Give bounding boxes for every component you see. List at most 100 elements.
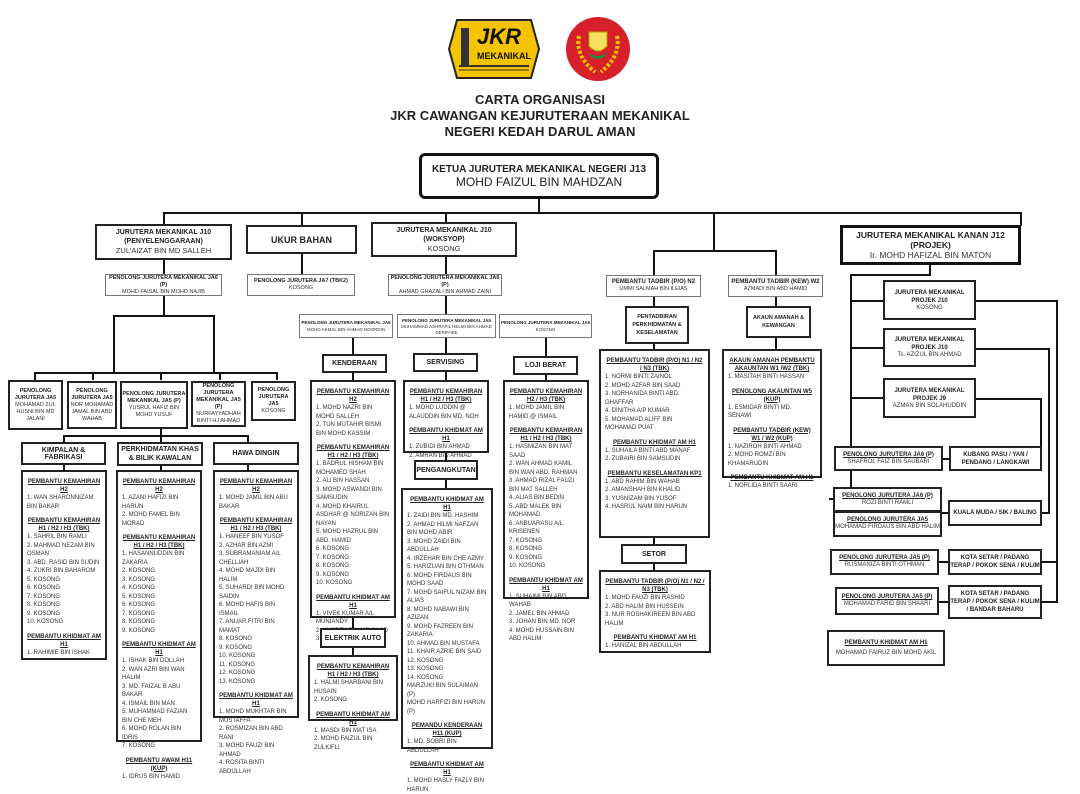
ja5-title: PENOLONG JURUTERA JA5 bbox=[257, 387, 290, 407]
zone-staff-title: PENOLONG JURUTERA JA6 (P) bbox=[843, 451, 934, 458]
connector bbox=[1056, 560, 1058, 603]
zone-staff-box-1: PENOLONG JURUTERA JA6 (P) SHAFROL FAIZ B… bbox=[834, 446, 943, 471]
list-item: 1. HASANNUDDIN BIN ZAKARIA bbox=[122, 551, 185, 566]
zone-label: KOTA SETAR / PADANG TERAP / POKOK SENA /… bbox=[950, 555, 1040, 569]
connector bbox=[653, 538, 655, 544]
list-item: 2. AMRAN BIN AHMAD bbox=[409, 452, 472, 459]
connector bbox=[850, 300, 883, 302]
zone-box-2: KUALA MUDA / SIK / BALING bbox=[948, 500, 1042, 526]
connector bbox=[34, 372, 278, 374]
list-item: 8. KOSONG bbox=[122, 619, 156, 625]
zone-label: KUBANG PASU / YAN / PENDANG / LANGKAWI bbox=[961, 451, 1030, 466]
list-group-heading: PEMBANTU KEMAHIRAN H2 / H3 (TBK) bbox=[509, 389, 583, 403]
list-item: 7. KOSONG bbox=[27, 593, 61, 600]
list-group-heading: PEMBANTU KHIDMAT AM H1 bbox=[409, 428, 483, 442]
section-elektrik-label: ELEKTRIK AUTO bbox=[324, 634, 382, 642]
list-item: 6. MOHD FIRDAUS BIN MOHD SAAD bbox=[407, 572, 472, 588]
section-setor: SETOR bbox=[621, 544, 687, 564]
zone-staff-title: PENOLONG JURUTERA JA5 bbox=[846, 517, 929, 523]
zone-staff-name: RUSMANIZA BINTI OTHMAN bbox=[844, 562, 925, 568]
list-item: 6. MOHD ROLAN BIN IDRIS bbox=[122, 726, 182, 741]
list-item: 2. TUN MUTAHIR BISMI BIN MOHD KASSIM bbox=[316, 422, 382, 437]
zone-box-1: KUBANG PASU / YAN / PENDANG / LANGKAWI bbox=[949, 446, 1042, 471]
connector bbox=[352, 618, 354, 628]
list-item: 3. MOHD ZAIDI BIN ABDULLAH bbox=[407, 538, 461, 554]
woksyop-ja5-box-2: PENOLONG JURUTERA MEKANIKAL JA5 MUHAMMAD… bbox=[397, 314, 496, 338]
woksyop-name: KOSONG bbox=[427, 243, 461, 253]
list-group-heading: PEMBANTU KHIDMAT AM H1 bbox=[613, 439, 696, 446]
connector bbox=[976, 300, 1058, 302]
list-item: 1. ZAIDI BIN MD. HASHIM bbox=[407, 513, 479, 519]
list-item: 3. MD. FAIZAL B ABU BAKAR bbox=[122, 683, 181, 699]
list-item: 5. SUHARDI BIN MOHD SAIDIN bbox=[219, 585, 285, 600]
list-item: 6. MOHD HAFIS BIN ISMAIL bbox=[219, 602, 276, 617]
connector bbox=[653, 564, 655, 571]
woksyop-ja6-box: PENOLONG JURUTERA MEKANIKAL JA6 (P) AHMA… bbox=[388, 274, 502, 296]
zone-staff-box-4: PENOLONG JURUTERA JA5 (P) MOHAMAD FARID … bbox=[835, 587, 939, 615]
ja5-name: NURFAYYADHAH BINTI HJ AHMAD bbox=[196, 411, 241, 424]
list-item: 7. KOSONG bbox=[122, 610, 156, 617]
list-item: 8. KOSONG bbox=[27, 602, 61, 608]
list-item: 9. KOSONG bbox=[219, 644, 253, 651]
connector bbox=[653, 297, 655, 307]
projek-j9-name: AZMAN BIN SOLAHUDDIN bbox=[892, 402, 967, 409]
list-pentadbiran: PEMBANTU TADBIR (P/O) N1 / N2 / N3 (TBK)… bbox=[599, 349, 710, 538]
connector bbox=[276, 372, 278, 380]
projek-khidmat-title: PEMBANTU KHIDMAT AM H1 bbox=[844, 639, 928, 646]
connector bbox=[160, 429, 162, 436]
list-group-heading: PEMBANTU TADBIR (P/O) N1 / N2 / N3 (TBK) bbox=[605, 579, 705, 593]
woksyop-ja5-title: PENOLONG JURUTERA MEKANIKAL JA5 bbox=[500, 320, 590, 325]
chart-title: CARTA ORGANISASI JKR CAWANGAN KEJURUTERA… bbox=[340, 92, 740, 140]
connector bbox=[1042, 512, 1050, 514]
list-group-heading: PEMBANTU KEMAHIRAN H2 bbox=[316, 389, 390, 403]
section-servising-label: SERVISING bbox=[426, 359, 465, 366]
jkr-mekanikal-logo: JKR MEKANIKAL bbox=[447, 18, 541, 80]
list-item: 9. KOSONG bbox=[27, 610, 61, 617]
list-item: 1. HANIZAL BIN ABDULLAH bbox=[605, 643, 682, 649]
woksyop-ja5-box-3: PENOLONG JURUTERA MEKANIKAL JA5 KOSONG bbox=[499, 314, 592, 338]
zone-staff-title: PENOLONG JURUTERA JA6 (P) bbox=[842, 492, 933, 499]
ja5-name: NOR MOHAMAD JAMAL BIN ABD WAHAB bbox=[70, 401, 114, 422]
woksyop-ja5-title: PENOLONG JURUTERA MEKANIKAL JA5 bbox=[301, 320, 391, 325]
ja5-box-4: PENOLONG JURUTERA MEKANIKAL JA5 (P) NURF… bbox=[191, 381, 246, 427]
section-loji-berat: LOJI BERAT bbox=[513, 356, 578, 375]
list-item: 13. KOSONG bbox=[219, 678, 256, 685]
list-group-heading: PEMBANTU KHIDMAT AM H1 bbox=[122, 642, 196, 656]
list-item: 1. SUHAILA BINTI ABD MANAF bbox=[605, 447, 691, 454]
connector bbox=[713, 212, 715, 250]
connector bbox=[352, 373, 354, 381]
list-item: 7. KOSONG bbox=[316, 554, 350, 561]
connector bbox=[163, 212, 1021, 214]
list-item: 1. SUHAIMI BIN ABD WAHAB bbox=[509, 593, 567, 609]
list-item: 1. MOHD NAZRI BIN MOHD SALLEH bbox=[316, 405, 373, 420]
list-item: 5. MUHAMMAD FAZIAN BIN CHE MEH bbox=[122, 709, 188, 724]
penyelenggaraan-title-1: JURUTERA MEKANIKAL J10 bbox=[115, 229, 212, 236]
connector bbox=[850, 274, 852, 498]
penyelenggaraan-title-2: (PENYELENGGARAAN) bbox=[124, 238, 203, 245]
connector bbox=[929, 265, 931, 275]
jkr-logo-text: JKR bbox=[477, 24, 522, 49]
list-item: 5. HARIZUAN BIN OTHMAN bbox=[407, 564, 484, 570]
list-group-heading: PEMBANTU KEMAHIRAN H1 / H2 / H3 (TBK) bbox=[27, 518, 101, 532]
list-group-heading: PEMBANTU KHIDMAT AM H1 bbox=[316, 594, 390, 609]
zone-staff-title: PENOLONG JURUTERA JA5 (P) bbox=[841, 594, 933, 600]
ja5-title: PENOLONG JURUTERA JA5 bbox=[14, 387, 57, 401]
list-group-heading: PEMBANTU KEMAHIRAN H1 / H2 / H3 (TBK) bbox=[219, 518, 293, 532]
ukur-ja7-box: PENOLONG JURUTERA JA7 (TBK2) KOSONG bbox=[247, 274, 355, 296]
list-item: 2. AZHAR BIN AZMI bbox=[219, 542, 274, 549]
list-elektrik: PEMBANTU KEMAHIRAN H1 / H2 / H3 (TBK)1. … bbox=[308, 655, 398, 751]
woksyop-ja6-name: AHMAD GHAZALI BIN AHMAD ZAINI bbox=[398, 288, 492, 295]
list-item: 1. WAN SHARONNIZAM BIN BAKAR bbox=[27, 495, 94, 510]
po-title: PEMBANTU TADBIR (P/O) N2 bbox=[611, 279, 696, 285]
woksyop-ja5-title: PENOLONG JURUTERA MEKANIKAL JA5 bbox=[401, 318, 491, 323]
ja5-box-3: PENOLONG JURUTERA MEKANIKAL JA5 (P) YUSR… bbox=[120, 381, 188, 429]
list-item: 3. NORHANIDA BINTI ABD. GHAFFAR bbox=[605, 391, 680, 406]
connector bbox=[247, 435, 249, 442]
woksyop-ja5-name: MUHAMMAD ASHRAFIL HELMI BIN AHMAD DERIFA… bbox=[401, 324, 492, 335]
list-item: 1. RAHIMIE BIN ISHAK bbox=[27, 649, 91, 656]
list-item: 3. MOHD ASWANDI BIN SAMSUDIN bbox=[316, 486, 382, 502]
list-item: 1. MASDI BIN MAT ISA bbox=[314, 727, 377, 734]
connector bbox=[63, 435, 249, 437]
connector bbox=[775, 250, 777, 276]
